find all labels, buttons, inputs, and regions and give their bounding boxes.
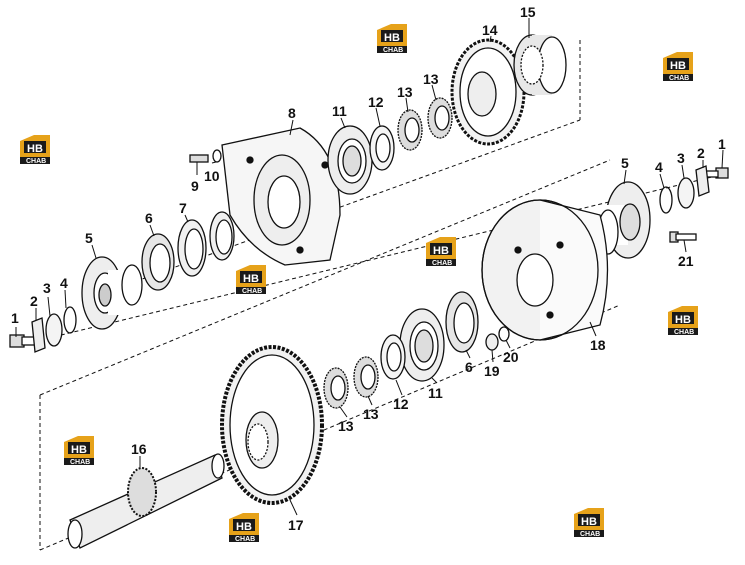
watermark-word: CHAB <box>669 75 689 82</box>
watermark-logos: HB CHAB HB CHAB HB CHAB HB CHAB HB CHAB … <box>20 24 698 543</box>
flange-yoke-part <box>81 256 143 330</box>
callout-12: 12 <box>368 94 384 110</box>
watermark-logo: HB CHAB <box>426 237 456 267</box>
leader-lines <box>15 18 724 516</box>
watermark-logo: HB CHAB <box>229 513 259 543</box>
oil-seal-part-2 <box>445 291 479 353</box>
callout-13-b: 13 <box>423 71 439 87</box>
watermark-word: CHAB <box>70 459 90 466</box>
ball-bearing-part-2 <box>399 308 445 382</box>
callout-20: 20 <box>503 349 519 365</box>
cover-bolt-part <box>189 149 222 163</box>
housing-drum-part <box>481 199 609 341</box>
watermark-logo: HB CHAB <box>64 436 94 466</box>
callout-3-right: 3 <box>677 150 685 166</box>
watermark-logo: HB CHAB <box>20 135 50 165</box>
callout-4-right: 4 <box>655 159 663 175</box>
callout-7: 7 <box>179 200 187 216</box>
watermark-word: CHAB <box>26 158 46 165</box>
o-ring-part-2 <box>659 186 673 214</box>
lock-plate-part-2 <box>695 165 710 197</box>
spacer-part-2 <box>380 334 406 380</box>
bolt-21-part <box>669 231 697 243</box>
lock-plate-part <box>31 317 46 353</box>
callout-2-right: 2 <box>697 145 705 161</box>
needle-bearing-part-3 <box>353 356 379 398</box>
watermark-word: CHAB <box>242 288 262 295</box>
callout-2: 2 <box>30 293 38 309</box>
callout-10: 10 <box>204 168 220 184</box>
callout-3: 3 <box>43 280 51 296</box>
callout-11: 11 <box>332 103 347 119</box>
callout-13-c: 13 <box>363 406 379 422</box>
watermark-hb-text: HB <box>71 444 87 456</box>
watermark-word: CHAB <box>580 531 600 538</box>
watermark-word: CHAB <box>235 536 255 543</box>
callout-11-lower: 11 <box>428 385 443 401</box>
callout-labels: 1 2 3 4 5 6 7 8 9 10 11 12 13 13 14 15 1… <box>11 4 726 533</box>
callout-5: 5 <box>85 230 93 246</box>
upper-assembly <box>9 34 567 353</box>
spacer-part <box>369 125 395 171</box>
callout-17: 17 <box>288 517 304 533</box>
ball-bearing-part <box>327 125 373 195</box>
watermark-hb-text: HB <box>236 521 252 533</box>
callout-6-lower: 6 <box>465 359 473 375</box>
callout-14: 14 <box>482 22 498 38</box>
watermark-hb-text: HB <box>243 273 259 285</box>
lower-assembly <box>67 308 445 549</box>
watermark-logo: HB CHAB <box>377 24 407 54</box>
watermark-hb-text: HB <box>670 60 686 72</box>
callout-6: 6 <box>145 210 153 226</box>
output-shaft-part <box>67 453 225 549</box>
callout-4: 4 <box>60 275 68 291</box>
watermark-hb-text: HB <box>675 314 691 326</box>
cover-plate-part <box>221 127 341 266</box>
washer-part-2 <box>677 177 695 209</box>
watermark-logo: HB CHAB <box>574 508 604 538</box>
flange-yoke-part-2 <box>597 181 651 259</box>
watermark-hb-text: HB <box>27 143 43 155</box>
callout-18: 18 <box>590 337 606 353</box>
callout-16: 16 <box>131 441 147 457</box>
oil-seal-part <box>141 233 175 291</box>
watermark-word: CHAB <box>383 47 403 54</box>
o-ring-part <box>63 306 77 334</box>
watermark-hb-text: HB <box>384 32 400 44</box>
callout-19: 19 <box>484 363 500 379</box>
large-gear-part <box>220 345 324 505</box>
watermark-logo: HB CHAB <box>663 52 693 82</box>
upper-gear-part <box>450 38 526 146</box>
needle-bearing-2-part <box>427 97 453 139</box>
watermark-logo: HB CHAB <box>668 306 698 336</box>
callout-21: 21 <box>678 253 694 269</box>
callout-9: 9 <box>191 178 199 194</box>
coupling-sleeve-part <box>513 34 567 96</box>
nut-19-part <box>485 333 499 351</box>
watermark-hb-text: HB <box>581 516 597 528</box>
spacer-ring-part <box>177 219 207 277</box>
callout-8: 8 <box>288 105 296 121</box>
washer-20-part <box>498 326 510 342</box>
bolt-part <box>9 334 37 348</box>
callout-5-right: 5 <box>621 155 629 171</box>
watermark-logo: HB CHAB <box>236 265 266 295</box>
right-assembly <box>445 165 729 353</box>
needle-bearing-part <box>397 109 423 151</box>
callout-13-a: 13 <box>397 84 413 100</box>
watermark-hb-text: HB <box>433 245 449 257</box>
callout-1: 1 <box>11 310 19 326</box>
spacer-ring-2-part <box>209 211 235 261</box>
needle-bearing-part-4 <box>323 367 349 409</box>
washer-part <box>45 313 63 347</box>
callout-13-d: 13 <box>338 418 354 434</box>
watermark-word: CHAB <box>674 329 694 336</box>
callout-15: 15 <box>520 4 536 20</box>
callout-12-lower: 12 <box>393 396 409 412</box>
callout-1-right: 1 <box>718 136 726 152</box>
watermark-word: CHAB <box>432 260 452 267</box>
